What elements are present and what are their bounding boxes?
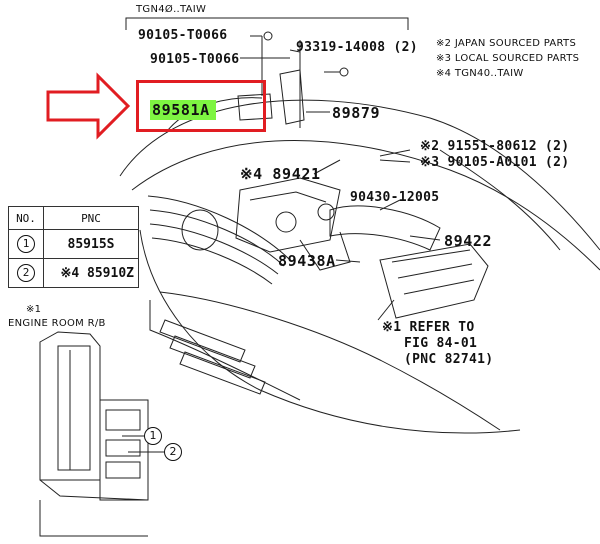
part-label-89422[interactable]: 89422	[444, 232, 493, 250]
red-highlight-box	[136, 80, 266, 132]
row-number-circle: 1	[17, 235, 35, 253]
note-local-sourced: ※3 LOCAL SOURCED PARTS	[436, 53, 580, 64]
part-label-90105-a0101[interactable]: ※3 90105-A0101 (2)	[420, 155, 570, 170]
part-label-89438a[interactable]: 89438A	[278, 252, 336, 270]
engine-room-mark: ※1	[26, 304, 42, 315]
part-highlight	[150, 100, 216, 120]
part-label-93319-14008[interactable]: 93319-14008 (2)	[296, 40, 418, 55]
part-label-90105-t0066-top[interactable]: 90105-T0066	[138, 28, 228, 43]
pnc-value: 85915S	[43, 229, 139, 259]
pnc-table: NO. PNC 1 85915S 2 ※4 85910Z	[8, 206, 139, 288]
table-row[interactable]: 1 85915S	[8, 229, 139, 259]
refer-to-line1: ※1 REFER TO	[382, 320, 475, 335]
refer-to-pnc: (PNC 82741)	[404, 352, 494, 367]
col-no-header: NO.	[8, 206, 44, 230]
refer-to-figure[interactable]: FIG 84-01	[404, 336, 478, 351]
part-label-89581a[interactable]: 89581A	[152, 101, 210, 119]
pnc-table-header: NO. PNC	[8, 206, 139, 230]
note-model-tgn40: ※4 TGN40..TAIW	[436, 68, 524, 79]
part-label-91551-80612[interactable]: ※2 91551-80612 (2)	[420, 139, 570, 154]
red-arrow	[46, 72, 131, 140]
engine-room-label: ENGINE ROOM R/B	[8, 318, 106, 329]
part-label-89421[interactable]: ※4 89421	[240, 165, 321, 183]
part-label-89879[interactable]: 89879	[332, 104, 381, 122]
model-header-tag: TGN4Ø..TAIW	[136, 4, 207, 15]
pnc-value: ※4 85910Z	[43, 258, 139, 288]
callout-circle-1: 1	[144, 427, 162, 445]
part-label-90105-t0066[interactable]: 90105-T0066	[150, 52, 240, 67]
row-number-circle: 2	[17, 264, 35, 282]
col-pnc-header: PNC	[43, 206, 139, 230]
table-row[interactable]: 2 ※4 85910Z	[8, 258, 139, 288]
callout-circle-2: 2	[164, 443, 182, 461]
part-label-90430-12005[interactable]: 90430-12005	[350, 190, 440, 205]
note-japan-sourced: ※2 JAPAN SOURCED PARTS	[436, 38, 577, 49]
